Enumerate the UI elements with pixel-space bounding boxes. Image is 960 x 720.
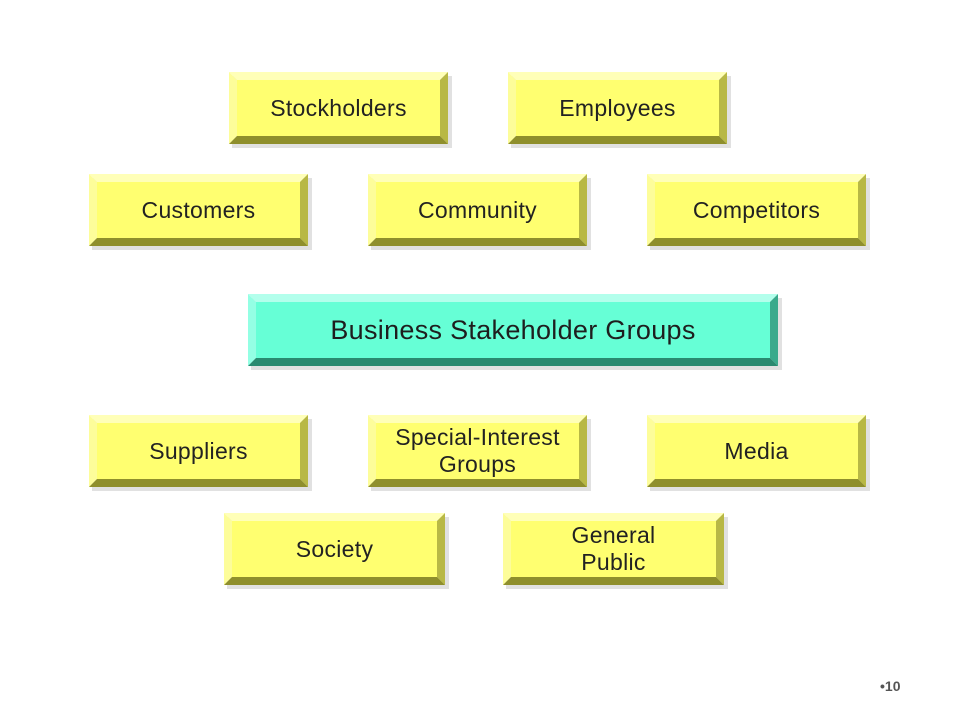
bevel-top — [503, 513, 724, 521]
bevel-bottom — [368, 238, 587, 246]
bevel-bottom — [647, 479, 866, 487]
box-bevel — [503, 513, 724, 585]
bevel-face — [516, 80, 719, 136]
stakeholder-box-competitors: Competitors — [647, 174, 870, 250]
stakeholder-box-special-interest-groups: Special-Interest Groups — [368, 415, 591, 491]
bevel-bottom — [368, 479, 587, 487]
bevel-left — [224, 513, 232, 585]
box-bevel — [647, 174, 866, 246]
box-bevel — [368, 174, 587, 246]
bevel-right — [719, 72, 727, 144]
box-bevel — [248, 294, 778, 366]
bevel-bottom — [229, 136, 448, 144]
bevel-bottom — [508, 136, 727, 144]
stakeholder-label: General Public — [571, 522, 656, 575]
bevel-left — [508, 72, 516, 144]
bevel-left — [248, 294, 256, 366]
bevel-right — [300, 415, 308, 487]
bevel-left — [368, 174, 376, 246]
bevel-top — [508, 72, 727, 80]
bevel-right — [440, 72, 448, 144]
box-bevel — [89, 174, 308, 246]
bevel-left — [229, 72, 237, 144]
bevel-bottom — [248, 358, 778, 366]
bevel-top — [224, 513, 445, 521]
bevel-face — [376, 423, 579, 479]
bevel-face — [237, 80, 440, 136]
bevel-left — [89, 415, 97, 487]
bevel-right — [770, 294, 778, 366]
bevel-face — [511, 521, 716, 577]
stakeholder-label: Stockholders — [270, 94, 407, 121]
bevel-top — [89, 174, 308, 182]
stakeholder-label: Competitors — [692, 196, 821, 223]
bevel-left — [647, 174, 655, 246]
stakeholder-label: Special-Interest Groups — [395, 424, 560, 477]
bevel-face — [655, 182, 858, 238]
bevel-bottom — [89, 238, 308, 246]
stakeholder-box-community: Community — [368, 174, 591, 250]
bevel-top — [89, 415, 308, 423]
bevel-top — [229, 72, 448, 80]
bevel-right — [858, 415, 866, 487]
stakeholder-label: Employees — [559, 94, 676, 121]
bevel-right — [300, 174, 308, 246]
stakeholder-box-media: Media — [647, 415, 870, 491]
bevel-top — [647, 415, 866, 423]
bevel-bottom — [503, 577, 724, 585]
bevel-bottom — [224, 577, 445, 585]
box-bevel — [89, 415, 308, 487]
stakeholder-label: Customers — [141, 196, 256, 223]
bevel-left — [89, 174, 97, 246]
stakeholder-box-general-public: General Public — [503, 513, 728, 589]
bevel-face — [376, 182, 579, 238]
bevel-left — [503, 513, 511, 585]
bevel-top — [647, 174, 866, 182]
bevel-face — [97, 182, 300, 238]
bevel-top — [368, 174, 587, 182]
bevel-right — [716, 513, 724, 585]
bevel-bottom — [89, 479, 308, 487]
bevel-face — [232, 521, 437, 577]
box-bevel — [229, 72, 448, 144]
bevel-right — [579, 174, 587, 246]
bevel-face — [256, 302, 770, 358]
stakeholder-box-stockholders: Stockholders — [229, 72, 452, 148]
bevel-face — [97, 423, 300, 479]
stakeholder-box-employees: Employees — [508, 72, 731, 148]
page-number: •10 — [880, 678, 901, 694]
stakeholder-box-suppliers: Suppliers — [89, 415, 312, 491]
bevel-bottom — [647, 238, 866, 246]
stakeholder-label: Society — [295, 535, 374, 562]
stakeholder-label: Suppliers — [149, 437, 248, 464]
bevel-left — [368, 415, 376, 487]
bevel-top — [248, 294, 778, 302]
bevel-right — [437, 513, 445, 585]
box-bevel — [647, 415, 866, 487]
stakeholder-box-society: Society — [224, 513, 449, 589]
bevel-right — [579, 415, 587, 487]
bevel-left — [647, 415, 655, 487]
stakeholder-box-customers: Customers — [89, 174, 312, 250]
bevel-face — [655, 423, 858, 479]
box-bevel — [508, 72, 727, 144]
central-box-business-stakeholder-groups: Business Stakeholder Groups — [248, 294, 782, 370]
central-label: Business Stakeholder Groups — [330, 314, 696, 345]
stakeholder-label: Community — [417, 196, 537, 223]
bevel-top — [368, 415, 587, 423]
bevel-right — [858, 174, 866, 246]
stakeholder-label: Media — [724, 437, 789, 464]
box-bevel — [224, 513, 445, 585]
box-bevel — [368, 415, 587, 487]
